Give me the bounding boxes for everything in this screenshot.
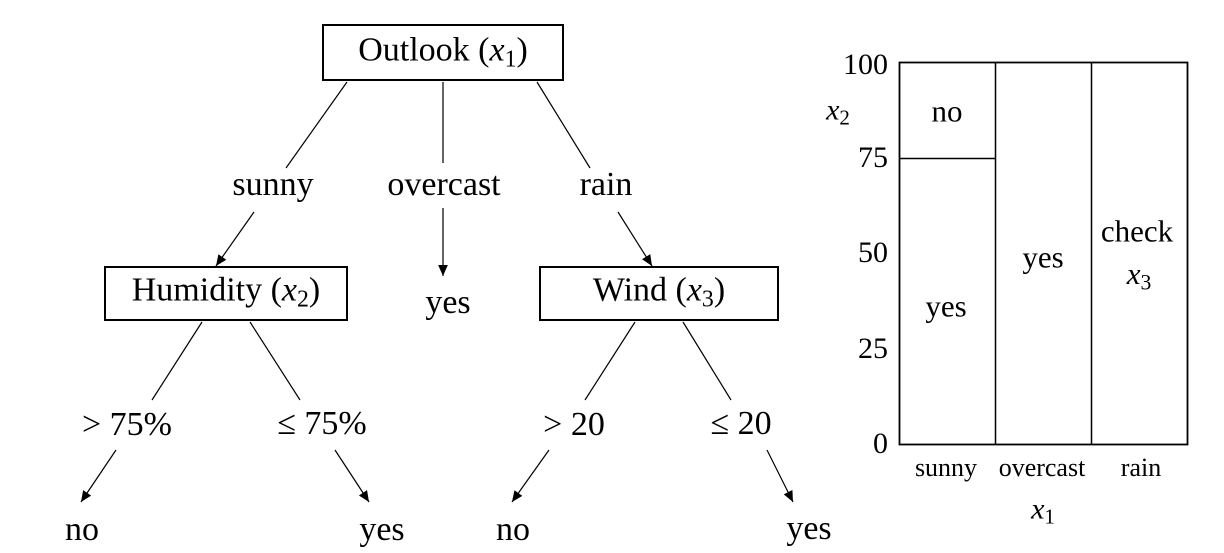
edge-wind-low-lower-arrow — [766, 449, 794, 503]
branch-label-overcast: overcast — [387, 166, 501, 203]
leaf-label-yes-humidity: yes — [359, 511, 405, 548]
humidity-node-text: Humidity ( — [131, 271, 282, 309]
region-x3-subscript: 3 — [1140, 270, 1152, 295]
y-axis-var: x — [826, 93, 840, 127]
leaf-label-no-wind: no — [496, 511, 530, 548]
edge-wind-low-upper — [682, 321, 732, 401]
edge-wind-high-lower-arrow — [511, 449, 550, 503]
edge-root-rain-upper — [536, 81, 591, 169]
branch-label-humidity-gt-75: > 75% — [82, 406, 172, 443]
wind-node-paren: ) — [713, 271, 726, 309]
leaf-label-yes-overcast: yes — [425, 284, 471, 321]
edge-humidity-high-lower-arrow — [80, 449, 117, 503]
branch-label-humidity-le-75: ≤ 75% — [277, 405, 367, 442]
wind-node-box — [539, 266, 779, 321]
x-axis-var: x — [1031, 492, 1045, 526]
leaf-label-yes-wind: yes — [786, 510, 832, 547]
branch-label-wind-gt-20: > 20 — [543, 406, 605, 443]
y-axis-label: x2 — [826, 95, 850, 128]
edge-root-sunny-upper — [285, 81, 348, 169]
y-axis-subscript: 2 — [839, 105, 850, 130]
leaf-label-no-humidity: no — [65, 511, 99, 548]
branch-label-sunny: sunny — [232, 166, 314, 203]
wind-node-text: Wind ( — [592, 271, 687, 309]
edge-humidity-low-lower-arrow — [334, 449, 370, 503]
y-tick-75: 75 — [858, 141, 888, 174]
wind-node-var: x — [686, 271, 702, 309]
x-category-rain: rain — [1120, 453, 1162, 482]
edge-root-sunny-lower-arrow — [215, 211, 255, 267]
outlook-node-var: x — [489, 31, 505, 69]
x-axis-subscript: 1 — [1044, 504, 1055, 529]
y-tick-25: 25 — [858, 332, 888, 365]
region-label-check-rain: check — [1100, 213, 1174, 249]
outlook-node-paren: ) — [516, 31, 528, 69]
wind-node-subscript: 3 — [701, 286, 714, 313]
humidity-node-label: Humidity (x2) — [131, 271, 321, 313]
outlook-node-box — [322, 24, 564, 81]
edge-root-rain-lower-arrow — [617, 211, 653, 267]
branch-label-wind-le-20: ≤ 20 — [710, 405, 772, 442]
region-x3-var: x — [1126, 255, 1141, 291]
wind-node-label: Wind (x3) — [592, 271, 726, 313]
edge-humidity-high-upper — [151, 321, 203, 401]
y-tick-0: 0 — [873, 427, 888, 460]
region-label-yes-overcast: yes — [1022, 239, 1064, 275]
region-label-no-sunny-top: no — [931, 93, 963, 129]
humidity-node-box — [104, 266, 348, 321]
outlook-node-label: Outlook (x1) — [358, 31, 528, 73]
edge-wind-high-upper — [584, 321, 636, 401]
outlook-node-text: Outlook ( — [358, 31, 490, 69]
branch-label-rain: rain — [579, 166, 633, 203]
y-tick-50: 50 — [858, 236, 888, 269]
edge-humidity-low-upper — [249, 321, 301, 401]
x-axis-label: x1 — [1031, 494, 1055, 527]
region-label-yes-sunny-bottom: yes — [925, 288, 967, 324]
x-category-sunny: sunny — [914, 453, 978, 482]
x-category-overcast: overcast — [998, 453, 1086, 482]
humidity-node-paren: ) — [308, 271, 321, 309]
partition-plot-border — [898, 61, 1189, 446]
humidity-node-var: x — [281, 271, 298, 309]
outlook-node-subscript: 1 — [504, 46, 517, 73]
region-label-x3-rain: x3 — [1127, 258, 1152, 294]
y-tick-100: 100 — [843, 48, 888, 81]
humidity-node-subscript: 2 — [297, 286, 309, 313]
